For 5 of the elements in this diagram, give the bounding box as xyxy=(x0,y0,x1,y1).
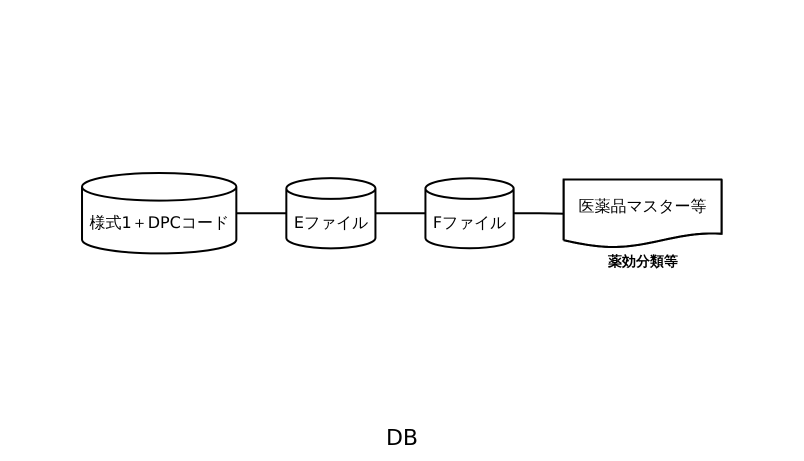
connector xyxy=(514,212,564,214)
caption-text: DB xyxy=(386,426,418,451)
connector xyxy=(236,212,286,214)
connector xyxy=(376,212,426,214)
node-caption: 薬効分類等 xyxy=(608,252,678,271)
